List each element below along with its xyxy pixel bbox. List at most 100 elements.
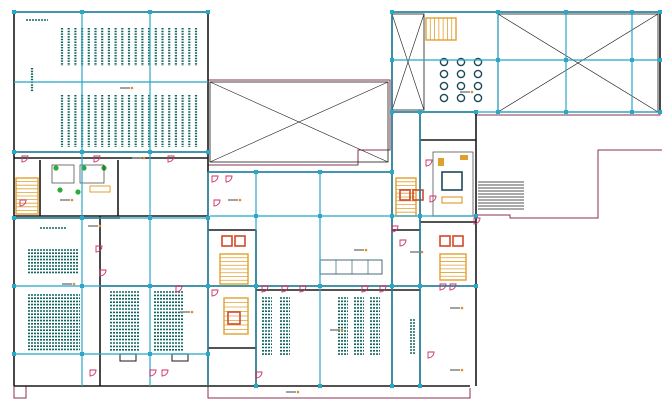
door-9	[225, 175, 233, 183]
column-9	[80, 216, 84, 220]
column-23	[254, 214, 258, 218]
door-8	[211, 175, 219, 183]
door-2	[167, 155, 175, 163]
plant-4	[75, 189, 81, 195]
door-17	[429, 195, 437, 203]
column-40	[564, 58, 568, 62]
door-10	[261, 285, 269, 293]
column-20	[254, 170, 258, 174]
stair-cores	[15, 17, 467, 335]
label-dot-11	[460, 306, 464, 310]
label-dot-4	[190, 310, 194, 314]
furniture	[51, 57, 524, 362]
washbasin-counter	[89, 185, 111, 193]
column-49	[474, 110, 478, 114]
column-35	[564, 10, 568, 14]
office-east-cabinet	[438, 158, 444, 166]
label-dot-3	[420, 250, 424, 254]
door-27	[175, 285, 183, 293]
door-15	[399, 239, 407, 247]
column-grid	[12, 10, 662, 388]
column-32	[474, 284, 478, 288]
column-8	[12, 216, 16, 220]
column-12	[12, 284, 16, 288]
column-7	[206, 150, 210, 154]
label-dot-12	[70, 198, 74, 202]
column-2	[148, 10, 152, 14]
column-43	[390, 110, 394, 114]
column-15	[206, 284, 210, 288]
void-north-east-left-diagonal-b	[391, 13, 425, 111]
label-dot-5	[340, 328, 344, 332]
door-21	[427, 351, 435, 359]
door-6	[89, 369, 97, 377]
door-1	[93, 155, 101, 163]
lift-b-0	[234, 235, 246, 247]
label-dot-2	[364, 248, 368, 252]
label-dot-9	[460, 368, 464, 372]
column-48	[418, 110, 422, 114]
column-19	[206, 352, 210, 356]
dining-table-2-1	[456, 81, 466, 91]
door-19	[449, 283, 457, 291]
void-central-frame	[209, 81, 389, 163]
column-3	[206, 10, 210, 14]
column-10	[148, 216, 152, 220]
column-4	[12, 150, 16, 154]
column-53	[418, 384, 422, 388]
door-3	[19, 199, 27, 207]
plant-0	[53, 165, 59, 171]
column-25	[390, 214, 394, 218]
column-46	[630, 110, 634, 114]
column-22	[390, 170, 394, 174]
door-14	[379, 285, 387, 293]
column-34	[496, 10, 500, 14]
office-east-cabinet-2	[460, 155, 468, 160]
label-dot-0	[130, 86, 134, 90]
dining-table-3-0	[439, 93, 449, 103]
column-33	[390, 10, 394, 14]
column-18	[148, 352, 152, 356]
dining-table-1-1	[456, 69, 466, 79]
column-51	[318, 384, 322, 388]
door-13	[361, 285, 369, 293]
column-50	[254, 384, 258, 388]
column-24	[318, 214, 322, 218]
lift-0	[221, 235, 233, 247]
column-5	[80, 150, 84, 154]
column-21	[318, 170, 322, 174]
label-dot-7	[470, 90, 474, 94]
dining-table-0-1	[456, 57, 466, 67]
lift-south	[227, 311, 241, 325]
column-38	[390, 58, 394, 62]
door-0	[21, 155, 29, 163]
toilet-block-b	[79, 164, 105, 184]
column-11	[206, 216, 210, 220]
label-dot-8	[98, 224, 102, 228]
toilet-block-a	[51, 164, 75, 184]
stair-east-north-frame	[439, 253, 467, 281]
column-13	[80, 284, 84, 288]
door-12	[299, 285, 307, 293]
seating-blocks	[26, 19, 416, 355]
door-24	[213, 199, 221, 207]
door-11	[281, 285, 289, 293]
stair-north-east-frame	[425, 17, 457, 41]
door-20	[255, 371, 263, 379]
column-16	[12, 352, 16, 356]
lift-b-1	[452, 235, 464, 247]
doors	[19, 155, 481, 379]
office-east-conference-table	[441, 171, 463, 191]
column-37	[658, 10, 662, 14]
column-36	[630, 10, 634, 14]
room-label-marks	[60, 86, 474, 394]
door-23	[161, 369, 169, 377]
column-42	[658, 58, 662, 62]
column-14	[148, 284, 152, 288]
dining-table-1-2	[473, 69, 483, 79]
door-22	[211, 289, 219, 297]
column-27	[474, 214, 478, 218]
lift-2	[399, 189, 411, 201]
door-5	[99, 269, 107, 277]
